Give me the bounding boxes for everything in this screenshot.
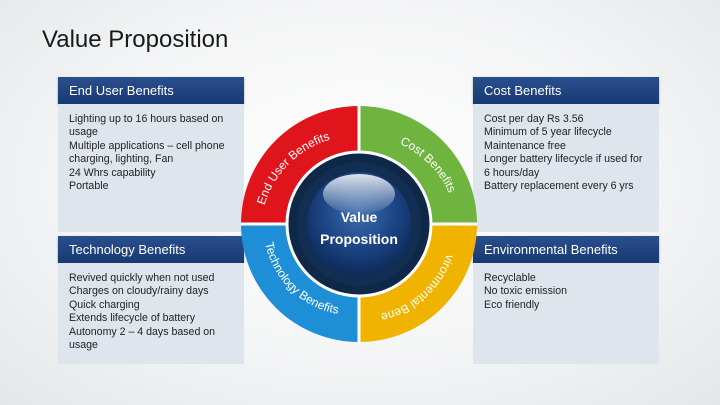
list-item: Portable (69, 180, 109, 193)
list-item: 24 Whrs capability (69, 166, 156, 179)
segment-technology-benefits (241, 224, 359, 342)
panel-heading: Environmental Benefits (473, 236, 659, 263)
center-label-line-2: Proposition (320, 231, 398, 247)
panel-body: Recyclable No toxic emission Eco friendl… (473, 263, 659, 364)
list-item: Lighting up to 16 hours based on usage (69, 113, 224, 139)
list-item: Multiple applications – cell phone charg… (69, 139, 225, 166)
segment-end-user-benefits (241, 106, 359, 224)
environmental-benefits-panel: Environmental Benefits Recyclable No tox… (473, 236, 659, 364)
list-item: Cost per day Rs 3.56 (484, 113, 584, 125)
panel-heading: Technology Benefits (58, 236, 244, 263)
list-item: Extends lifecycle of battery (69, 312, 196, 325)
panel-heading: Cost Benefits (473, 77, 659, 104)
list-item: Maintenance free (484, 139, 566, 152)
end-user-benefits-panel: End User Benefits Lighting up to 16 hour… (58, 77, 244, 232)
list-item: Recyclable (484, 272, 536, 284)
panel-body: Cost per day Rs 3.56 Minimum of 5 year l… (473, 104, 659, 232)
list-item: Longer battery lifecycle if used for 6 h… (484, 153, 643, 179)
segment-environmental-benefits (359, 224, 477, 342)
list-item: Eco friendly (484, 298, 540, 311)
orb-highlight (323, 174, 395, 214)
center-label-line-1: Value (341, 209, 378, 225)
panel-body: Lighting up to 16 hours based on usage M… (58, 104, 244, 232)
technology-benefits-panel: Technology Benefits Revived quickly when… (58, 236, 244, 364)
list-item: Quick charging (69, 298, 140, 311)
panel-heading: End User Benefits (58, 77, 244, 104)
list-item: Battery replacement every 6 yrs (484, 180, 634, 193)
list-item: Autonomy 2 – 4 days based on usage (69, 325, 216, 352)
segment-cost-benefits (359, 106, 477, 224)
list-item: Revived quickly when not used (69, 272, 215, 284)
list-item: No toxic emission (484, 285, 568, 298)
segment-dividers (241, 106, 477, 342)
list-item: Minimum of 5 year lifecycle (484, 126, 612, 139)
slide-title: Value Proposition (42, 26, 229, 53)
cost-benefits-panel: Cost Benefits Cost per day Rs 3.56 Minim… (473, 77, 659, 232)
list-item: Charges on cloudy/rainy days (69, 285, 209, 298)
panel-body: Revived quickly when not used Charges on… (58, 263, 244, 364)
